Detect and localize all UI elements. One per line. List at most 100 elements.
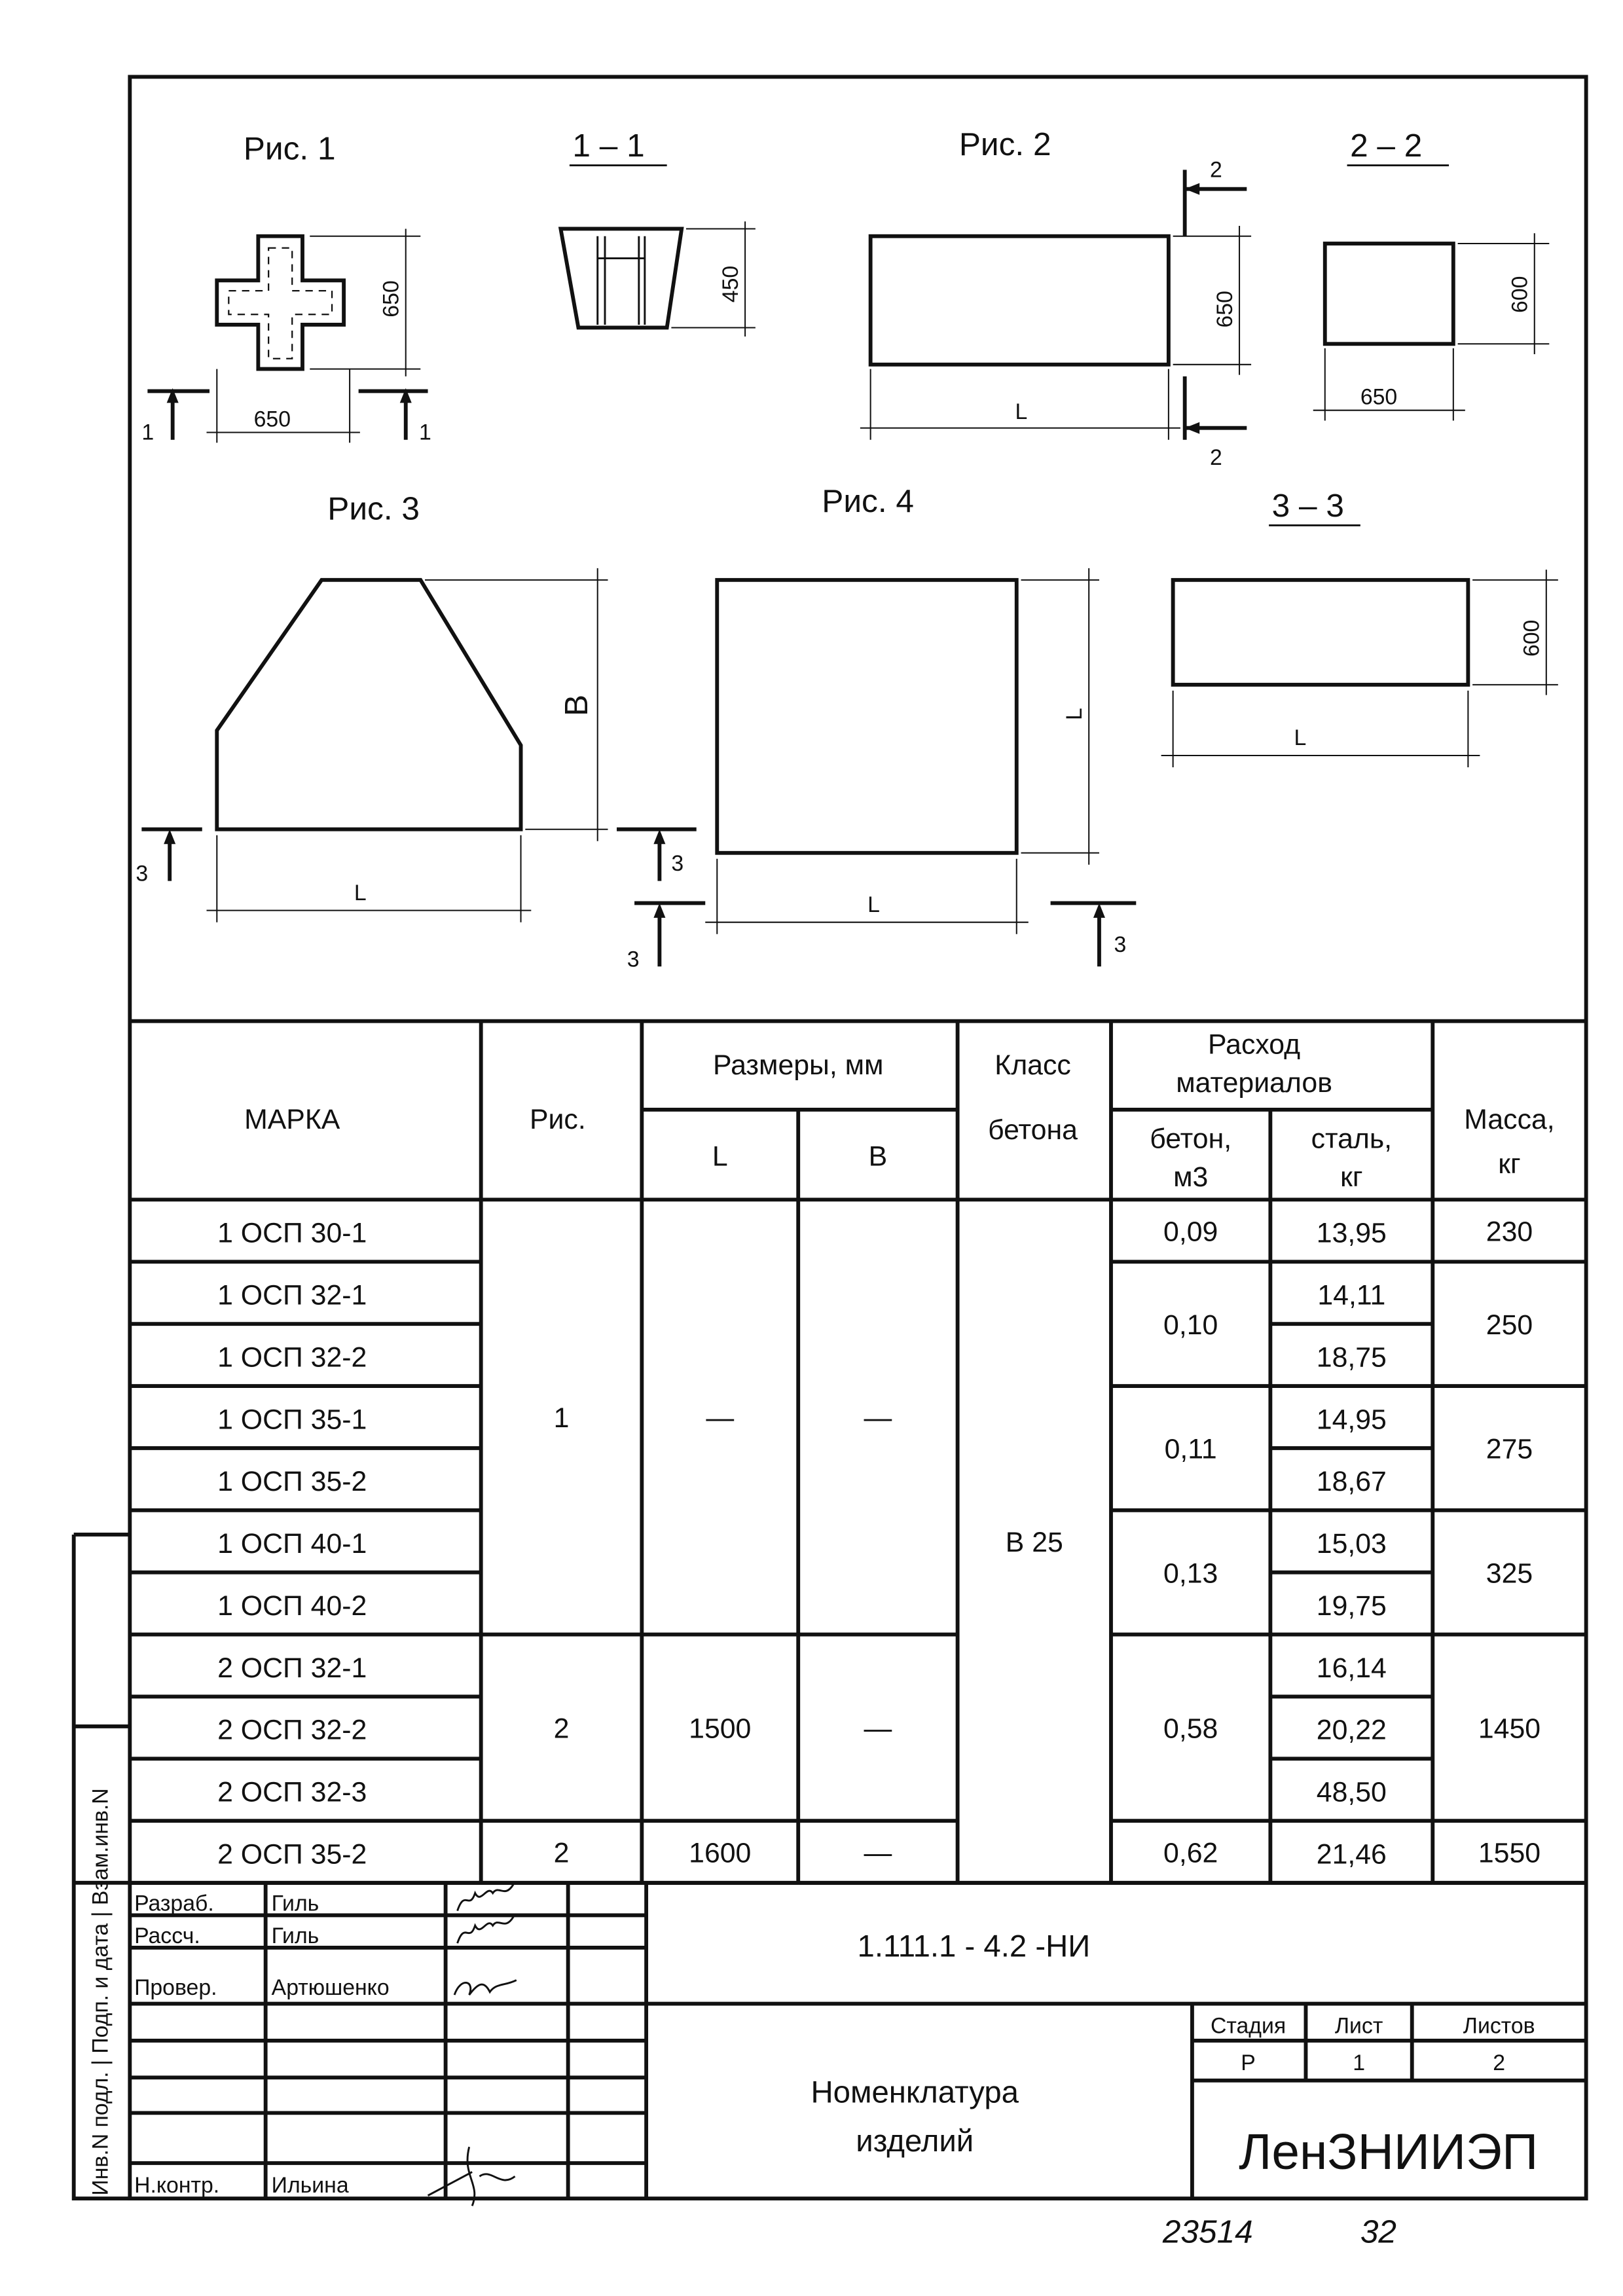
role-calculated: Рассч. [134,1923,200,1948]
section-1-1: 1 – 1 450 [558,127,756,337]
name-calculated: Гиль [272,1923,319,1948]
fig3-section-left: 3 [136,862,148,886]
document-code: 1.111.1 - 4.2 -НИ [858,1929,1091,1963]
archive-number: 23514 [1162,2214,1253,2250]
document-title-1: Номенклатура [811,2075,1019,2110]
document-title-2: изделий [856,2124,974,2159]
table-cell-concrete: 0,58 [1163,1713,1218,1745]
fig4-section-right: 3 [1114,932,1126,957]
sheets-value: 2 [1493,2050,1505,2075]
table-cell-steel: 18,75 [1317,1341,1387,1373]
figure-4: Рис. 4 L L 3 3 [627,483,1137,972]
sheet-value: 1 [1353,2050,1365,2075]
fig2-dim-width: L [1015,399,1028,424]
fig3-section-right: 3 [671,851,684,876]
sheets-label: Листов [1463,2014,1535,2039]
table-cell-marka: 1 ОСП 32-2 [217,1341,367,1373]
fig3-title: Рис. 3 [327,490,420,526]
table-cell-steel: 14,11 [1317,1280,1385,1311]
fig1-dim-height: 650 [378,280,403,317]
fig2-dim-height: 650 [1213,291,1237,327]
table-cell-mass: 230 [1486,1216,1533,1248]
table-cell-marka: 1 ОСП 40-2 [217,1590,367,1622]
table-cell-concrete: 0,09 [1163,1216,1218,1248]
table-cell-marka: 1 ОСП 32-1 [217,1280,367,1311]
table-cell-steel: 20,22 [1317,1715,1387,1746]
table-cell-steel: 48,50 [1317,1777,1387,1808]
name-checked: Артюшенко [272,1975,390,2000]
table-cell-steel: 13,95 [1317,1218,1387,1249]
table-cell-marka: 1 ОСП 40-1 [217,1528,367,1559]
fig4-dim-width: L [867,892,880,917]
fig3-dim-width: L [354,881,367,905]
role-norm-control: Н.контр. [134,2173,219,2198]
section-2-2: 2 – 2 600 650 [1313,127,1550,421]
table-cell-fig: 1 [554,1402,570,1434]
sec33-dim-width: L [1294,725,1306,750]
nomenclature-table-body: 1 ОСП 30-1 13,95 1 ОСП 32-1 14,11 1 ОСП 32-2… [130,1216,1586,1885]
header-concrete-1: бетон, [1150,1123,1231,1155]
sec11-dim-height: 450 [718,266,743,302]
table-cell-steel: 19,75 [1317,1590,1387,1622]
sec11-title: 1 – 1 [572,127,644,164]
table-cell-concrete: 0,10 [1163,1309,1218,1341]
signature-2 [456,1916,515,1944]
header-marka: МАРКА [244,1104,340,1135]
table-cell-B: — [864,1837,892,1868]
table-cell-marka: 1 ОСП 30-1 [217,1218,367,1249]
table-cell-marka: 2 ОСП 32-2 [217,1715,367,1746]
sheet-frame [128,75,1588,2201]
role-checked: Провер. [134,1975,217,2000]
table-cell-marka: 2 ОСП 32-1 [217,1652,367,1684]
organization-logo: ЛенЗНИИЭП [1239,2124,1538,2180]
header-sizes: Размеры, мм [713,1049,883,1081]
table-cell-steel: 15,03 [1317,1528,1387,1559]
header-class-2: бетона [988,1114,1078,1146]
title-block: Инв.N подл. | Подп. и дата | Взам.инв.N … [71,1533,1586,2206]
side-stamp: Инв.N подл. | Подп. и дата | Взам.инв.N [88,1788,113,2195]
table-cell-marka: 2 ОСП 32-3 [217,1777,367,1808]
table-cell-marka: 2 ОСП 35-2 [217,1839,367,1870]
table-cell-mass: 1450 [1478,1713,1541,1745]
table-cell-concrete: 0,62 [1163,1837,1218,1868]
figure-2: Рис. 2 650 L 2 2 [860,126,1252,470]
sec33-dim-height: 600 [1520,620,1544,657]
header-B: B [869,1141,888,1173]
header-steel-1: сталь, [1311,1123,1392,1155]
table-cell-mass: 325 [1486,1558,1533,1589]
sec22-dim-width: 650 [1360,385,1397,410]
stage-label: Стадия [1211,2014,1286,2039]
header-L: L [712,1141,728,1173]
table-cell-class: B 25 [1006,1527,1063,1558]
name-norm-control: Ильина [272,2173,349,2198]
header-mass-1: Масса, [1464,1104,1554,1135]
role-developer: Разраб. [134,1891,214,1916]
header-mass-2: кг [1498,1148,1520,1180]
fig1-title: Рис. 1 [244,130,336,167]
signature-1 [456,1884,515,1912]
table-cell-L: 1500 [689,1713,751,1745]
section-3-3: 3 – 3 600 L [1161,487,1558,768]
table-cell-steel: 16,14 [1317,1652,1387,1684]
header-steel-2: кг [1340,1161,1362,1193]
table-cell-L: 1600 [689,1837,751,1868]
table-cell-mass: 275 [1486,1434,1533,1465]
figure-3: Рис. 3 B L 3 3 [136,490,697,922]
header-consumption-2: материалов [1176,1067,1332,1099]
fig4-dim-height: L [1062,708,1087,720]
sec33-title: 3 – 3 [1272,487,1344,524]
name-developer: Гиль [272,1891,319,1916]
fig2-title: Рис. 2 [959,126,1051,162]
fig2-section-top: 2 [1210,158,1222,183]
table-cell-steel: 21,46 [1317,1839,1387,1870]
fig1-section-right: 1 [419,420,431,445]
figure-1: Рис. 1 650 650 1 1 [141,130,431,445]
fig4-section-left: 3 [627,947,640,972]
sec22-title: 2 – 2 [1350,127,1422,164]
sec22-dim-height: 600 [1508,276,1533,313]
fig4-title: Рис. 4 [822,483,914,519]
header-concrete-2: м3 [1173,1161,1208,1193]
table-cell-steel: 18,67 [1317,1466,1387,1497]
fig1-section-left: 1 [141,420,154,445]
